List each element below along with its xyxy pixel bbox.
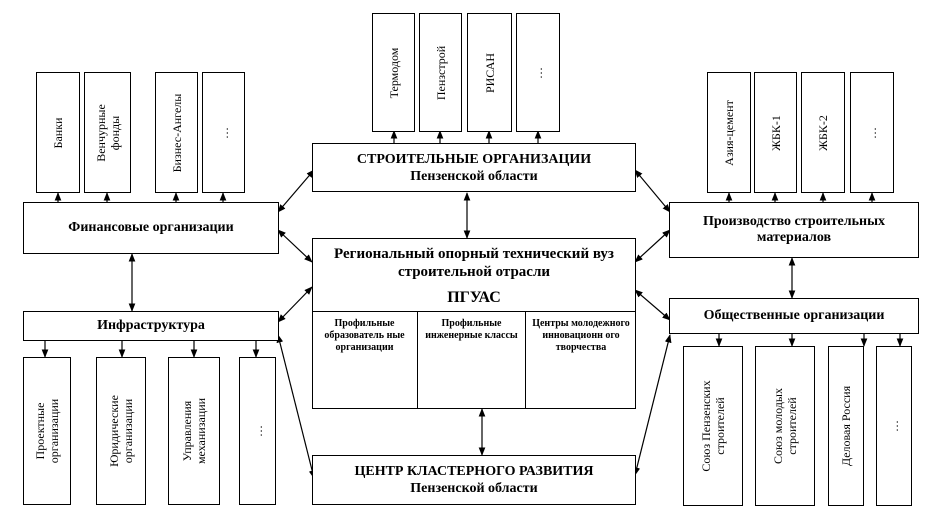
construction-title: СТРОИТЕЛЬНЫЕ ОРГАНИЗАЦИИ	[356, 151, 592, 167]
public-item-label: Союз Пензенских строителей	[699, 380, 727, 472]
university-cell: Центры молодежного инновационн ого творч…	[532, 318, 630, 353]
public-item-label: …	[887, 420, 901, 432]
university-name: ПГУАС	[447, 289, 501, 306]
finance-title: Финансовые организации	[68, 220, 234, 235]
university-cell: Профильные образователь ные организации	[312, 312, 418, 409]
infra-item-box: Управления механизации	[168, 357, 220, 505]
finance-item-box: …	[202, 72, 245, 193]
top-item-label: Пензстрой	[433, 45, 448, 100]
materials-item-label: …	[865, 126, 879, 139]
public-item-box: Союз молодых строителей	[755, 346, 815, 506]
infra-item-label: Проектные организации	[33, 398, 61, 464]
materials-item-label: Азия-цемент	[722, 99, 736, 166]
materials-item-box: …	[850, 72, 894, 193]
infra-item-label: …	[250, 425, 265, 437]
university-cells: Профильные образователь ные организации …	[312, 311, 636, 409]
top-item-box: …	[516, 13, 560, 132]
cluster-title: ЦЕНТР КЛАСТЕРНОГО РАЗВИТИЯ	[354, 464, 594, 479]
public-item-label: Союз молодых строителей	[771, 388, 799, 464]
finance-item-label: Банки	[51, 117, 65, 148]
university-cell: Профильные инженерные классы	[418, 312, 526, 409]
materials-item-box: ЖБК-1	[754, 72, 797, 193]
infra-item-box: …	[239, 357, 276, 505]
top-item-box: Пензстрой	[419, 13, 462, 132]
materials-title: Производство строительных материалов	[702, 214, 886, 245]
top-item-label: …	[531, 66, 545, 79]
infrastructure-title: Инфраструктура	[97, 318, 205, 333]
top-item-box: РИСАН	[467, 13, 512, 132]
cluster-subtitle: Пензенской области	[410, 481, 538, 496]
cluster-development-box: ЦЕНТР КЛАСТЕРНОГО РАЗВИТИЯ Пензенской об…	[312, 455, 636, 505]
materials-item-label: ЖБК-1	[768, 114, 783, 151]
public-title: Общественные организации	[703, 308, 885, 323]
construction-subtitle: Пензенской области	[410, 168, 538, 184]
infrastructure-box: Инфраструктура	[23, 311, 279, 341]
materials-item-box: ЖБК-2	[801, 72, 845, 193]
public-item-label: Деловая Россия	[839, 385, 853, 467]
public-item-box: …	[876, 346, 912, 506]
finance-item-box: Банки	[36, 72, 80, 193]
finance-item-label: Венчурные фонды	[93, 103, 122, 162]
construction-organizations-box: СТРОИТЕЛЬНЫЕ ОРГАНИЗАЦИИ Пензенской обла…	[312, 143, 636, 192]
public-organizations-box: Общественные организации	[669, 298, 919, 334]
top-item-box: Термодом	[372, 13, 415, 132]
finance-item-label: Бизнес-Ангелы	[169, 93, 184, 172]
finance-item-box: Венчурные фонды	[84, 72, 131, 193]
public-item-box: Деловая Россия	[828, 346, 864, 506]
infra-item-box: Проектные организации	[23, 357, 71, 505]
finance-item-box: Бизнес-Ангелы	[155, 72, 198, 193]
materials-production-box: Производство строительных материалов	[669, 202, 919, 258]
top-item-label: Термодом	[386, 47, 401, 98]
infra-item-label: Юридические организации	[107, 395, 135, 467]
public-item-box: Союз Пензенских строителей	[683, 346, 743, 506]
university-title: Региональный опорный технический вуз стр…	[334, 246, 614, 280]
materials-item-box: Азия-цемент	[707, 72, 751, 193]
finance-organizations-box: Финансовые организации	[23, 202, 279, 254]
infra-item-box: Юридические организации	[96, 357, 146, 505]
university-box: Региональный опорный технический вуз стр…	[312, 238, 636, 409]
infra-item-label: Управления механизации	[180, 397, 208, 465]
finance-item-label: …	[216, 126, 231, 139]
materials-item-label: ЖБК-2	[816, 114, 830, 151]
top-item-label: РИСАН	[482, 52, 497, 93]
